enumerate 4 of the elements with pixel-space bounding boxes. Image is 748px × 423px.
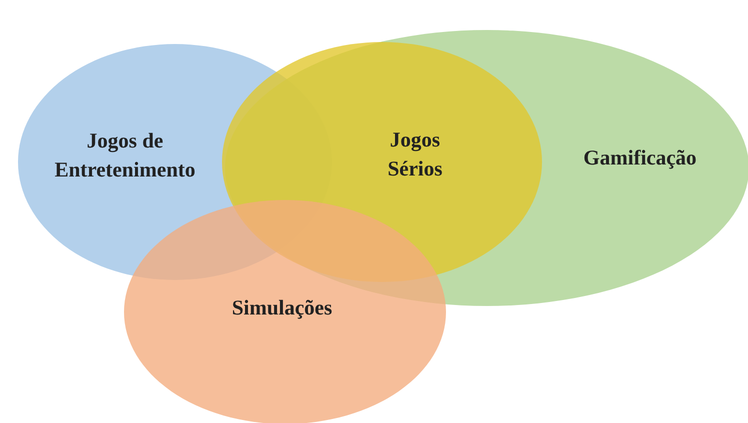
set-label: Jogos de Entretenimento	[54, 128, 196, 184]
set-label: Gamificação	[582, 144, 698, 172]
set-label: Simulações	[230, 294, 334, 322]
set-label: Jogos Sérios	[386, 126, 444, 183]
